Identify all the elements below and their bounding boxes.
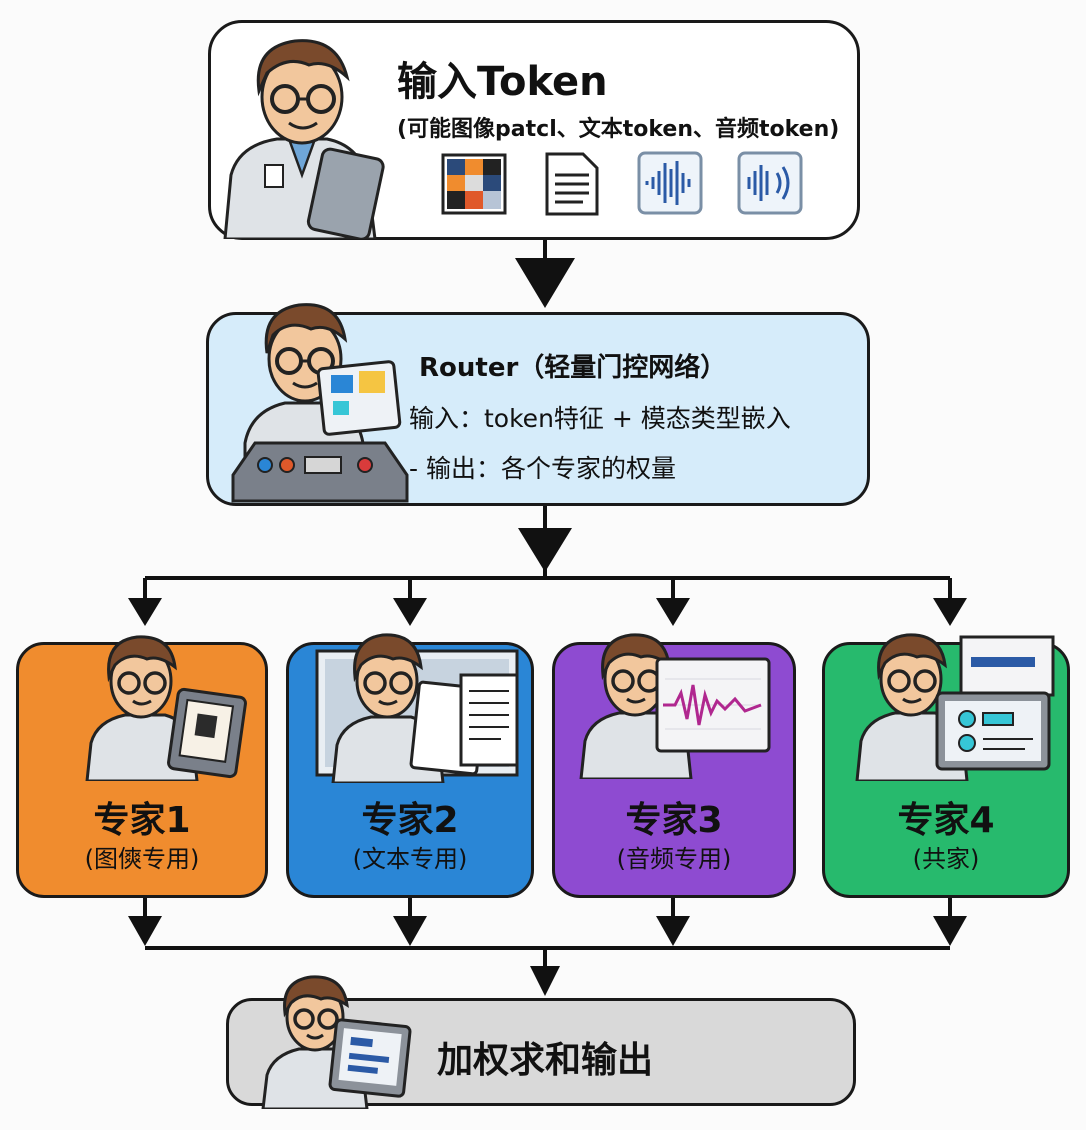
scientist-monitors-icon: [315, 633, 519, 783]
router-split-arrow-head: [518, 528, 572, 572]
router-line2: - 输出：各个专家的权量: [409, 454, 676, 483]
expert-box-4: 专家4 (共家): [822, 633, 1070, 898]
input-router-arrow-head: [515, 258, 575, 308]
expert-1-sub: (图傸专用): [84, 845, 200, 873]
document-icon: [545, 152, 599, 216]
audio-speaker-icon: [737, 151, 803, 215]
expert-box-1: 专家1 (图傸专用): [16, 635, 268, 898]
expert-1-name: 专家1: [93, 800, 191, 841]
expert-2-sub: (文本专用): [352, 845, 468, 873]
expert-box-3: 专家3 (音频专用): [552, 633, 796, 898]
scientist-laptop-icon: [261, 975, 412, 1109]
expert-2-name: 专家2: [361, 800, 459, 841]
audio-waveform-icon: [637, 151, 703, 215]
scientist-tablet-icon: [223, 39, 385, 239]
output-label: 加权求和输出: [437, 1040, 654, 1081]
scientist-audio-monitor-icon: [579, 633, 771, 779]
router-box: Router（轻量门控网络） 输入：token特征 + 模态类型嵌入 - 输出：…: [206, 303, 870, 506]
input-subtitle: (可能图像patcl、文本token、音频token): [397, 117, 840, 142]
scientist-tablet-icon: [85, 635, 247, 781]
expert-4-sub: (共家): [912, 845, 980, 873]
output-box: 加权求和输出: [226, 975, 856, 1109]
input-token-box: 输入Token (可能图像patcl、文本token、音频token): [208, 20, 860, 240]
router-line1: 输入：token特征 + 模态类型嵌入: [409, 404, 791, 433]
input-title: 输入Token: [397, 59, 608, 105]
scientist-control-panel-icon: [231, 303, 409, 503]
merge-output-arrow-head: [530, 966, 560, 996]
expert-3-sub: (音频专用): [616, 845, 732, 873]
scientist-laptop-icon: [855, 633, 1055, 781]
image-patch-icon: [441, 153, 507, 215]
expert-3-name: 专家3: [625, 800, 723, 841]
router-title: Router（轻量门控网络）: [419, 353, 727, 383]
expert-box-2: 专家2 (文本专用): [286, 633, 534, 898]
expert-4-name: 专家4: [897, 800, 995, 841]
